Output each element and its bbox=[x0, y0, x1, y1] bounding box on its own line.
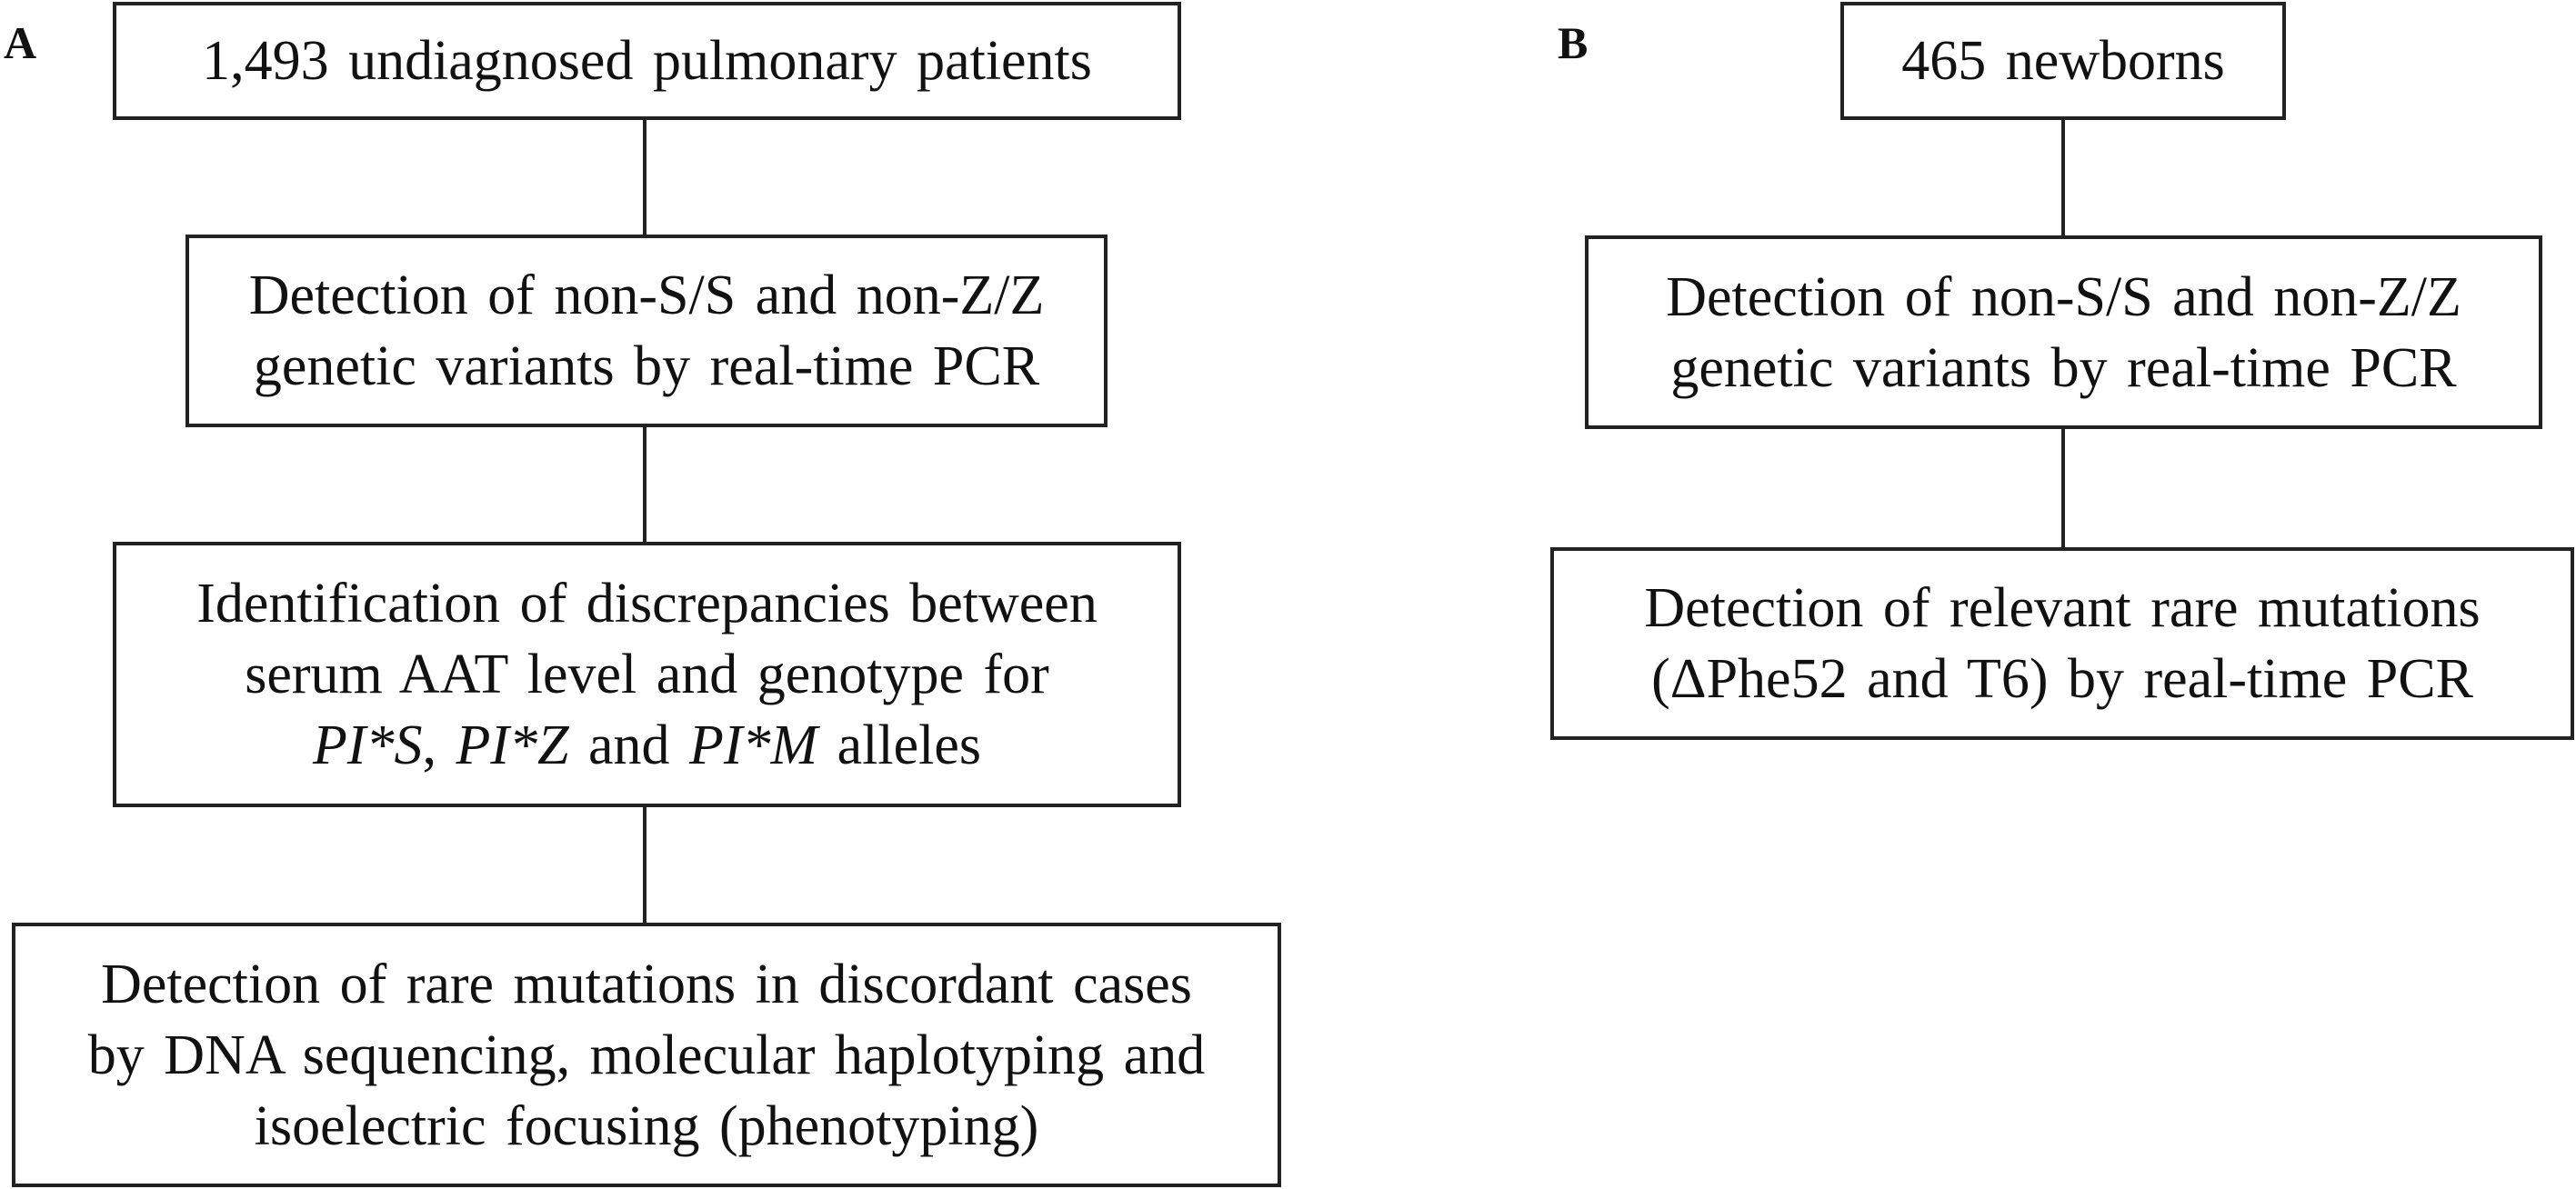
panel-b-box-newborns: 465 newborns bbox=[1840, 2, 2286, 120]
connector-line bbox=[2061, 429, 2065, 547]
box-text-line: (ΔPhe52 and T6) by real-time PCR bbox=[1651, 648, 2473, 710]
allele-separator: , bbox=[422, 714, 456, 776]
panel-b-label: B bbox=[1558, 17, 1589, 68]
box-text-line: serum AAT level and genotype for bbox=[245, 644, 1049, 705]
panel-b-box-relevant-mutations: Detection of relevant rare mutations (ΔP… bbox=[1550, 547, 2574, 740]
panel-a-box-detection: Detection of non-S/S and non-Z/Z genetic… bbox=[185, 235, 1108, 427]
panel-a-box-discrepancies: Identification of discrepancies between … bbox=[113, 542, 1181, 807]
allele-pi-s: PI*S bbox=[312, 714, 423, 776]
box-text-line: Identification of discrepancies between bbox=[196, 573, 1098, 634]
connector-line bbox=[643, 807, 647, 923]
panel-b-box-detection: Detection of non-S/S and non-Z/Z genetic… bbox=[1585, 235, 2542, 429]
allele-tail: alleles bbox=[817, 714, 982, 776]
connector-line bbox=[643, 427, 647, 542]
box-text-line: genetic variants by real-time PCR bbox=[253, 335, 1040, 397]
panel-a-box-patients: 1,493 undiagnosed pulmonary patients bbox=[113, 2, 1181, 120]
box-text-line: 465 newborns bbox=[1901, 30, 2225, 92]
allele-separator: and bbox=[568, 714, 689, 776]
box-text-line: isoelectric focusing (phenotyping) bbox=[254, 1094, 1039, 1157]
panel-a-label: A bbox=[4, 17, 37, 68]
box-text-line: 1,493 undiagnosed pulmonary patients bbox=[202, 30, 1092, 92]
connector-line bbox=[2061, 120, 2065, 235]
box-text-line: genetic variants by real-time PCR bbox=[1670, 336, 2457, 399]
allele-line: PI*S, PI*Z and PI*M alleles bbox=[313, 710, 981, 781]
allele-pi-z: PI*Z bbox=[456, 714, 569, 776]
allele-pi-m: PI*M bbox=[689, 714, 818, 776]
connector-line bbox=[643, 120, 647, 235]
panel-a-box-rare-mutations: Detection of rare mutations in discordan… bbox=[12, 923, 1281, 1187]
box-text-line: Detection of non-S/S and non-Z/Z bbox=[1666, 265, 2461, 328]
box-text-line: Detection of non-S/S and non-Z/Z bbox=[248, 265, 1045, 326]
box-text-line: Detection of rare mutations in discordan… bbox=[101, 953, 1192, 1015]
box-text-line: by DNA sequencing, molecular haplotyping… bbox=[87, 1024, 1206, 1086]
box-text-line: Detection of relevant rare mutations bbox=[1644, 577, 2481, 639]
